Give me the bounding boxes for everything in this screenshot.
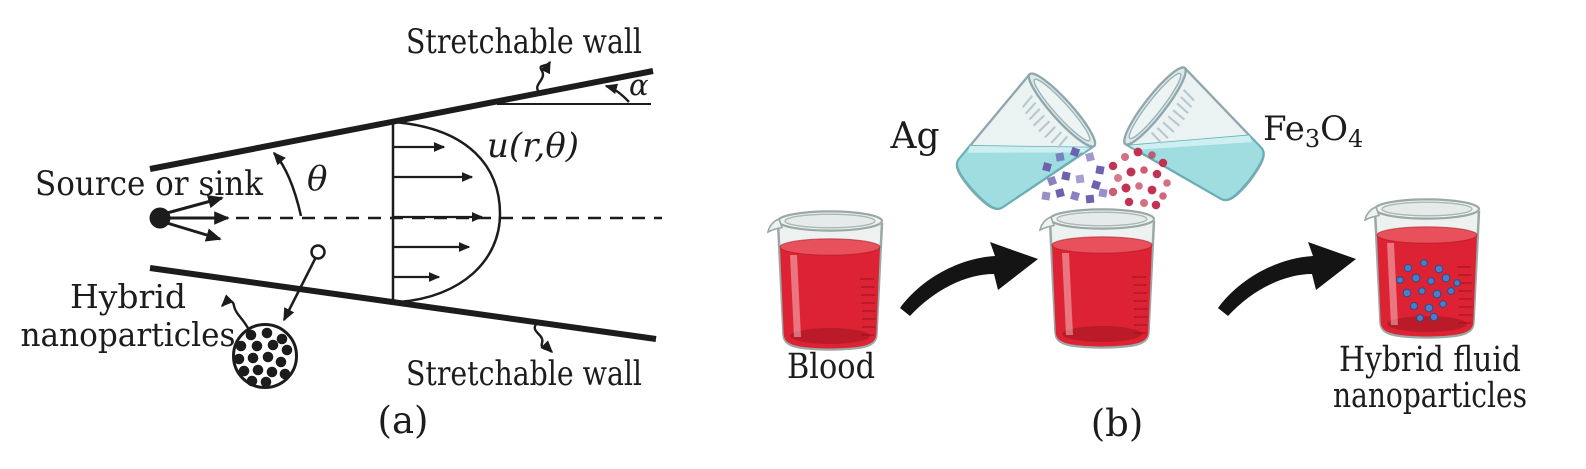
result-nano-dots [1396,259,1461,322]
velocity-arrows [394,142,484,282]
nano-pointer-squiggle [220,294,251,331]
flow-arrow-2 [1218,242,1356,316]
velocity-label: u(r,θ) [487,126,579,166]
bottom-wall-label: Stretchable wall [406,354,642,394]
panel-a: Stretchable wall α θ Source or sink u(r,… [21,22,662,442]
alpha-label: α [629,68,649,102]
ag-particles [1041,146,1108,204]
reagent1-label: Ag [889,116,939,157]
theta-angle-arc [273,151,303,217]
pin-circle [310,244,326,260]
nano-label-line1: Hybrid [70,277,186,316]
pin-line [282,258,317,322]
blood-beaker [766,210,884,351]
result-label-line2: nanoparticles [1333,376,1527,416]
fe3o4-cup [1116,60,1282,220]
velocity-profile-curve [392,120,502,304]
source-arrows [166,195,230,242]
theta-label: θ [307,159,327,199]
reagent2-label: Fe3O4 [1263,109,1363,153]
top-wall-pointer-squiggle [536,60,552,94]
fe3o4-particles [1108,147,1171,210]
mixing-beaker [1038,208,1156,349]
top-wall [149,68,654,172]
top-wall-label: Stretchable wall [406,22,642,62]
ag-cup [938,66,1103,228]
panel-b: Ag Fe3O4 [766,60,1527,445]
bottom-wall [149,265,657,342]
panel-a-caption: (a) [378,399,429,442]
result-label-line1: Hybrid fluid [1339,340,1521,380]
nanoparticle-dots [233,327,293,388]
source-label: Source or sink [35,164,263,204]
alpha-angle-arc [604,83,630,103]
panel-b-caption: (b) [1091,402,1144,445]
beaker1-label: Blood [787,347,875,387]
source-dot [149,207,171,229]
nano-label-line2: nanoparticles [21,315,236,354]
bottom-wall-pointer-squiggle [533,322,554,354]
flow-arrow-1 [900,242,1038,316]
